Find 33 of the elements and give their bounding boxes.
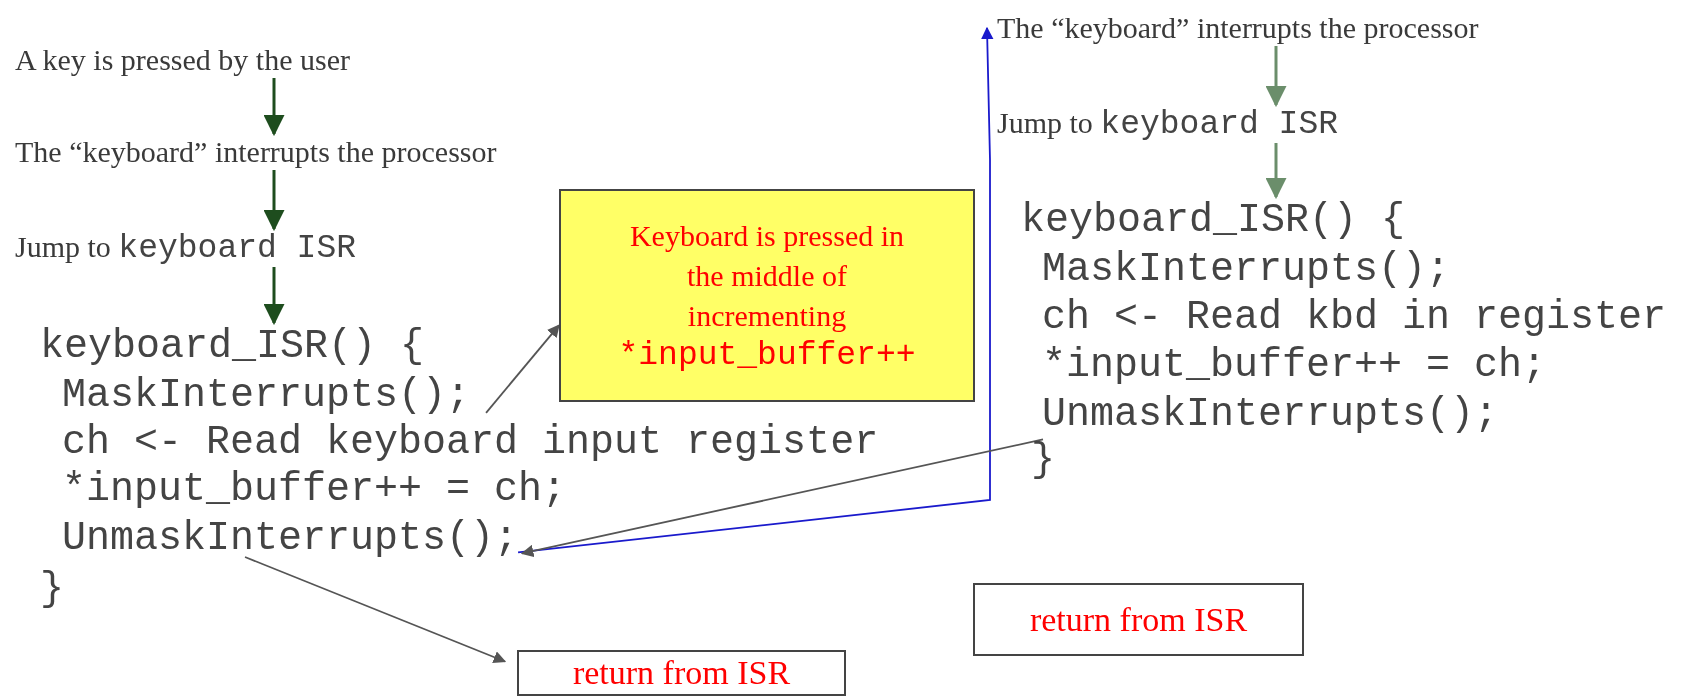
code-text: keyboard ISR [118,230,356,267]
step-text: Jump to [15,230,112,263]
code-line: ch <- Read kbd in register [1042,294,1667,342]
code-text: keyboard ISR [1100,106,1338,143]
arrow [485,324,560,414]
code-line: } [40,566,64,614]
arrow [1265,46,1287,108]
step-text: Jump to [997,106,1094,139]
return-box: return from ISR [517,650,846,696]
step-text: A key is pressed by the user [15,42,350,78]
code-line: } [1031,437,1055,485]
code-line: keyboard_ISR() { [40,323,425,371]
code-line: UnmaskInterrupts(); [62,515,519,563]
arrow [263,78,285,137]
arrow [244,556,507,664]
step-text: The “keyboard” interrupts the processor [15,134,497,170]
step-text: The “keyboard” interrupts the processor [997,10,1479,46]
arrow [520,438,1044,558]
arrow [263,170,285,232]
code-text: *input_buffer++ [618,335,916,376]
code-line: *input_buffer++ = ch; [1042,342,1547,390]
callout-box [559,189,975,402]
arrow [517,26,994,554]
code-line: MaskInterrupts(); [1042,246,1451,294]
code-line: ch <- Read keyboard input register [62,419,879,467]
code-line: MaskInterrupts(); [62,372,471,420]
arrow [1265,143,1287,200]
code-line: UnmaskInterrupts(); [1042,391,1499,439]
code-line: *input_buffer++ = ch; [62,466,567,514]
code-line: keyboard_ISR() { [1021,197,1406,245]
return-box: return from ISR [973,583,1304,656]
callout-text: Keyboard is pressed in the middle of incrementing [628,217,906,334]
arrow [263,267,285,326]
